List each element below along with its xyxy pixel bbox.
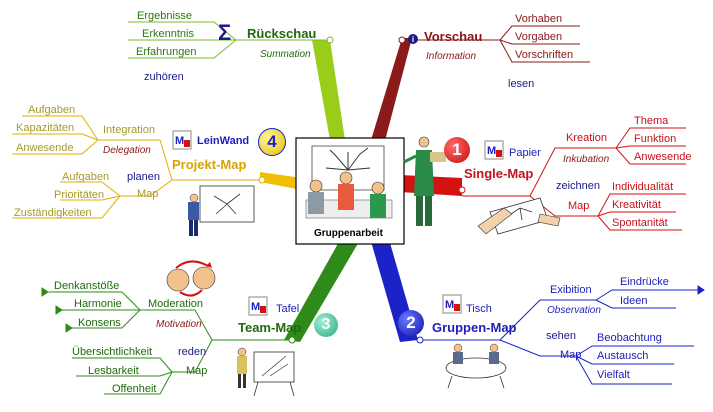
- projekt-map-map-item: Zuständigkeiten: [14, 207, 92, 219]
- gruppen-map-exibition: Exibition: [550, 284, 592, 296]
- rueckschau-item: Erkenntnis: [142, 28, 194, 40]
- projekt-map-map-item: Aufgaben: [62, 171, 110, 183]
- svg-text:M: M: [175, 135, 184, 147]
- rueckschau-verb: zuhören: [144, 71, 184, 83]
- projekt-map-integration-item: Anwesende: [16, 142, 74, 154]
- vorschau-item: Vorhaben: [515, 13, 563, 25]
- team-map-moderation-item: Harmonie: [74, 298, 122, 310]
- mindmanager-icon: M: [172, 130, 192, 150]
- mindmanager-icon: M: [248, 296, 268, 316]
- rueckschau-title[interactable]: Rückschau: [247, 26, 317, 41]
- number-badge-1: 1: [444, 137, 470, 163]
- team-map-map: Map: [186, 365, 208, 377]
- number-badge-3: 3: [314, 313, 338, 337]
- team-map-moderation: Moderation: [148, 298, 204, 310]
- paper-illustration: [477, 197, 561, 235]
- team-map-verb: reden: [178, 346, 207, 358]
- projekt-map-map-item: Prioritäten: [54, 189, 105, 201]
- projekt-map-medium: LeinWand: [197, 135, 250, 147]
- svg-text:M: M: [445, 299, 454, 311]
- single-map-kreation-item: Anwesende: [634, 151, 692, 163]
- team-map-map-item: Übersichtlichkeit: [72, 346, 153, 358]
- projekt-map-verb: planen: [127, 171, 161, 183]
- sigma-icon: Σ: [218, 20, 232, 45]
- single-map-kreation: Kreation: [566, 132, 607, 144]
- single-map-kreation-item: Funktion: [634, 133, 677, 145]
- tafel-illustration: [237, 347, 295, 397]
- branch-rueckschau: [312, 40, 345, 140]
- mindmanager-icon: M: [484, 140, 504, 160]
- single-map-verb: zeichnen: [556, 180, 601, 192]
- center-label: Gruppenarbeit: [314, 228, 383, 239]
- discussion-illustration: [166, 260, 216, 297]
- single-map-title[interactable]: Single-Map: [464, 166, 534, 181]
- single-map-map: Map: [568, 200, 590, 212]
- vorschau-title[interactable]: Vorschau: [424, 29, 483, 44]
- vorschau-item: Vorgaben: [515, 31, 563, 43]
- single-map-inkubation: Inkubation: [563, 154, 610, 165]
- gruppen-map-map-item: Beobachtung: [597, 332, 662, 344]
- gruppen-map-verb: sehen: [546, 330, 576, 342]
- vorschau-item: Vorschriften: [515, 49, 574, 61]
- team-map-map-item: Lesbarkeit: [88, 365, 139, 377]
- single-map-medium: Papier: [509, 147, 541, 159]
- projekt-map-delegation: Delegation: [103, 145, 151, 156]
- gruppen-map-title[interactable]: Gruppen-Map: [432, 320, 517, 335]
- team-map-medium: Tafel: [276, 303, 300, 315]
- single-map-map-item: Spontanität: [612, 217, 668, 229]
- number-badge-4: 4: [258, 128, 286, 156]
- projekt-map-map: Map: [137, 188, 159, 200]
- single-map-map-item: Kreativität: [612, 199, 661, 211]
- svg-text:M: M: [251, 301, 260, 313]
- gruppen-map-map-item: Austausch: [597, 350, 649, 362]
- projekt-map-integration: Integration: [103, 124, 155, 136]
- projekt-map-integration-item: Aufgaben: [28, 104, 76, 116]
- team-map-moderation-item: Konsens: [78, 317, 121, 329]
- branch-team-map: [284, 240, 360, 342]
- gruppen-map-exibition-item: Eindrücke: [620, 276, 669, 288]
- team-map-map-item: Offenheit: [112, 383, 157, 395]
- gruppen-map-observation: Observation: [547, 305, 601, 316]
- info-icon: i: [408, 34, 418, 44]
- gruppen-map-exibition-item: Ideen: [620, 295, 648, 307]
- team-map-moderation-item: Denkanstöße: [54, 280, 120, 292]
- number-badge-2: 2: [398, 310, 424, 336]
- mindmanager-icon: M: [442, 294, 462, 314]
- single-map-map-item: Individualität: [612, 181, 674, 193]
- team-map-motivation: Motivation: [156, 319, 202, 330]
- rueckschau-item: Erfahrungen: [136, 46, 197, 58]
- branch-vorschau: [368, 38, 412, 152]
- rueckschau-subtitle: Summation: [260, 49, 311, 60]
- leinwand-illustration: [188, 185, 255, 236]
- gruppen-map-map: Map: [560, 349, 582, 361]
- projekt-map-integration-item: Kapazitäten: [16, 122, 75, 134]
- vorschau-verb: lesen: [508, 78, 535, 90]
- tisch-illustration: [445, 343, 507, 389]
- gruppen-map-map-item: Vielfalt: [597, 369, 630, 381]
- projekt-map-title[interactable]: Projekt-Map: [172, 157, 247, 172]
- svg-text:M: M: [487, 145, 496, 157]
- branch-projekt-map: [260, 172, 302, 190]
- meeting-illustration: [300, 145, 400, 242]
- single-map-kreation-item: Thema: [634, 115, 669, 127]
- gruppen-map-medium: Tisch: [466, 303, 492, 315]
- rueckschau-item: Ergebnisse: [137, 10, 193, 22]
- vorschau-subtitle: Information: [426, 51, 477, 62]
- presenter-figure: [403, 136, 446, 226]
- team-map-title[interactable]: Team-Map: [238, 320, 302, 335]
